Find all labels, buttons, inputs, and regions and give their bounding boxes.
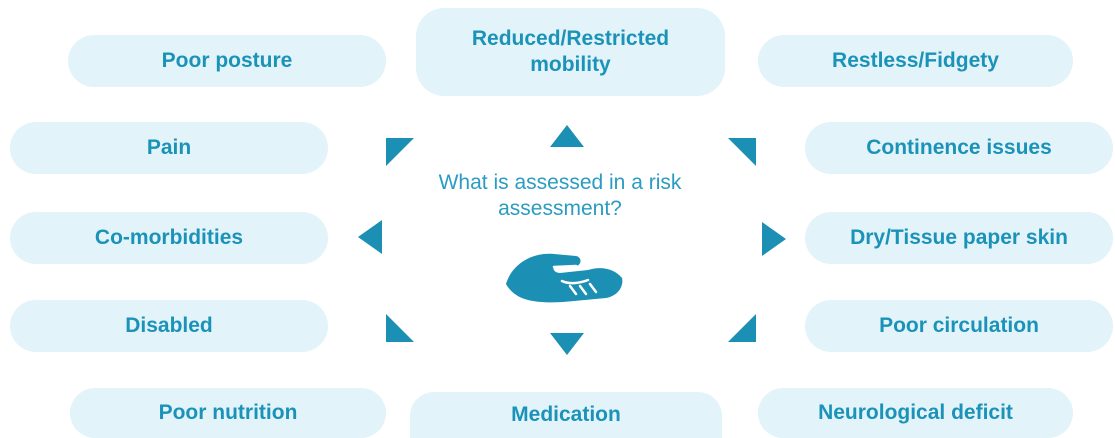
factor-reduced-mobility: Reduced/Restricted mobility	[416, 8, 725, 96]
factor-label: Reduced/Restricted mobility	[471, 26, 670, 76]
factor-co-morbidities: Co-morbidities	[10, 212, 328, 264]
factor-poor-posture: Poor posture	[68, 35, 386, 87]
factor-poor-circulation: Poor circulation	[805, 300, 1113, 352]
factor-medication: Medication	[410, 392, 722, 438]
factor-disabled: Disabled	[10, 300, 328, 352]
factor-label: Dry/Tissue paper skin	[850, 225, 1068, 249]
factor-label: Continence issues	[866, 135, 1052, 159]
factor-neurological-deficit: Neurological deficit	[758, 388, 1073, 438]
arrow-up-icon	[550, 125, 584, 147]
arrow-up-left-icon	[386, 138, 414, 166]
factor-label: Poor posture	[161, 48, 293, 72]
factor-pain: Pain	[10, 122, 328, 174]
factor-continence-issues: Continence issues	[805, 122, 1113, 174]
arrow-left-icon	[358, 220, 382, 254]
handshake-icon	[506, 253, 623, 303]
factor-label: Co-morbidities	[94, 225, 244, 249]
factor-label: Poor nutrition	[158, 400, 298, 424]
factor-label: Disabled	[125, 313, 213, 337]
center-question: What is assessed in a risk assessment?	[438, 171, 682, 221]
arrow-down-left-icon	[386, 314, 414, 342]
factor-restless-fidgety: Restless/Fidgety	[758, 35, 1073, 87]
arrow-up-right-icon	[728, 138, 756, 166]
factor-label: Pain	[146, 135, 192, 159]
factor-label: Restless/Fidgety	[832, 48, 999, 72]
factor-label: Poor circulation	[879, 313, 1039, 337]
arrow-down-right-icon	[728, 314, 756, 342]
factor-label: Medication	[511, 402, 621, 426]
arrow-down-icon	[550, 333, 584, 355]
factor-label: Neurological deficit	[818, 400, 1013, 424]
arrow-right-icon	[762, 222, 786, 256]
factor-poor-nutrition: Poor nutrition	[70, 388, 386, 438]
factor-dry-skin: Dry/Tissue paper skin	[805, 212, 1113, 264]
